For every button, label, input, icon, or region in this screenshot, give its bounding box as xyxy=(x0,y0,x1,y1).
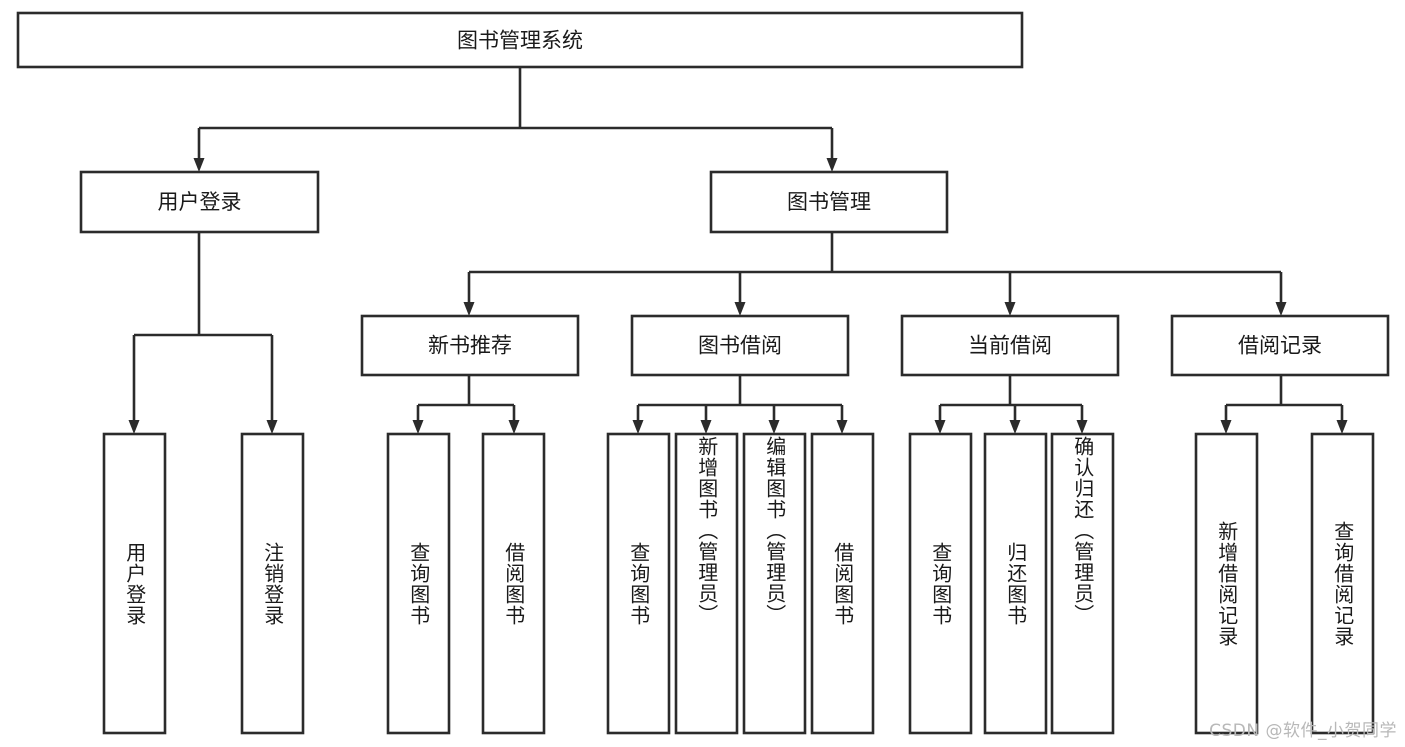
node-new-book-rec-label: 新书推荐 xyxy=(428,334,512,358)
leaf-box-user-login[interactable] xyxy=(102,432,167,735)
leaf-box-borrow-book-rec[interactable] xyxy=(481,432,546,735)
leaf-box-logout[interactable] xyxy=(240,432,305,735)
node-borrow-record[interactable]: 借阅记录 xyxy=(1170,314,1390,377)
arrowhead-borrow-record xyxy=(1275,302,1287,316)
node-current-borrow-label: 当前借阅 xyxy=(968,334,1052,358)
leaf-box-add-book[interactable] xyxy=(674,432,739,735)
arrowhead-book-borrow xyxy=(734,302,746,316)
leaf-boxes xyxy=(102,432,1375,735)
leaf-box-query-book-cb[interactable] xyxy=(908,432,973,735)
arrowhead-leaf-confirm-return xyxy=(1076,420,1088,434)
leaf-box-query-book-rec[interactable] xyxy=(386,432,451,735)
leaf-box-add-record[interactable] xyxy=(1194,432,1259,735)
arrowhead-leaf-add-book xyxy=(700,420,712,434)
node-current-borrow[interactable]: 当前借阅 xyxy=(900,314,1120,377)
arrowhead-leaf-logout xyxy=(266,420,278,434)
connector-group-borrow-record xyxy=(1220,375,1348,434)
node-user-login-label: 用户登录 xyxy=(158,190,242,214)
arrowhead-leaf-return-book xyxy=(1009,420,1021,434)
node-book-borrow-box[interactable] xyxy=(630,314,850,377)
node-book-borrow-label: 图书借阅 xyxy=(698,334,782,358)
connector-group-user-login xyxy=(128,232,278,434)
arrowhead-leaf-user-login xyxy=(128,420,140,434)
arrowhead-leaf-edit-book xyxy=(768,420,780,434)
connector-group-book-manage xyxy=(463,232,1287,316)
node-book-manage-box[interactable] xyxy=(709,170,949,234)
leaf-box-query-book-br[interactable] xyxy=(606,432,671,735)
node-new-book-rec[interactable]: 新书推荐 xyxy=(360,314,580,377)
connector-group-root xyxy=(193,67,838,172)
node-book-borrow[interactable]: 图书借阅 xyxy=(630,314,850,377)
node-new-book-rec-box[interactable] xyxy=(360,314,580,377)
arrowhead-leaf-query-book-br xyxy=(632,420,644,434)
arrowhead-leaf-borrow-book-br xyxy=(836,420,848,434)
node-root-label: 图书管理系统 xyxy=(457,29,583,53)
node-root-box[interactable] xyxy=(16,11,1024,69)
arrowhead-leaf-query-record xyxy=(1336,420,1348,434)
leaf-box-query-record[interactable] xyxy=(1310,432,1375,735)
arrowhead-new-book-rec xyxy=(463,302,475,316)
leaf-box-edit-book[interactable] xyxy=(742,432,807,735)
arrowhead-current-borrow xyxy=(1004,302,1016,316)
connector-group-new-book-rec xyxy=(412,375,520,434)
node-book-manage[interactable]: 图书管理 xyxy=(709,170,949,234)
arrowhead-leaf-borrow-book-rec xyxy=(508,420,520,434)
connector-group-current-borrow xyxy=(934,375,1088,434)
node-borrow-record-label: 借阅记录 xyxy=(1238,334,1322,358)
leaf-box-borrow-book-br[interactable] xyxy=(810,432,875,735)
arrowhead-user-login xyxy=(193,158,205,172)
node-current-borrow-box[interactable] xyxy=(900,314,1120,377)
node-root[interactable]: 图书管理系统 xyxy=(16,11,1024,69)
arrowhead-book-manage xyxy=(826,158,838,172)
leaf-box-confirm-return[interactable] xyxy=(1050,432,1115,735)
node-user-login-box[interactable] xyxy=(79,170,320,234)
csdn-watermark: CSDN @软件_小贺同学 xyxy=(1209,721,1397,741)
node-user-login[interactable]: 用户登录 xyxy=(79,170,320,234)
arrowhead-leaf-query-book-cb xyxy=(934,420,946,434)
node-borrow-record-box[interactable] xyxy=(1170,314,1390,377)
node-book-manage-label: 图书管理 xyxy=(787,190,871,214)
arrowhead-leaf-add-record xyxy=(1220,420,1232,434)
arrowhead-leaf-query-book-rec xyxy=(412,420,424,434)
leaf-box-return-book[interactable] xyxy=(983,432,1048,735)
connector-group-book-borrow xyxy=(632,375,848,434)
